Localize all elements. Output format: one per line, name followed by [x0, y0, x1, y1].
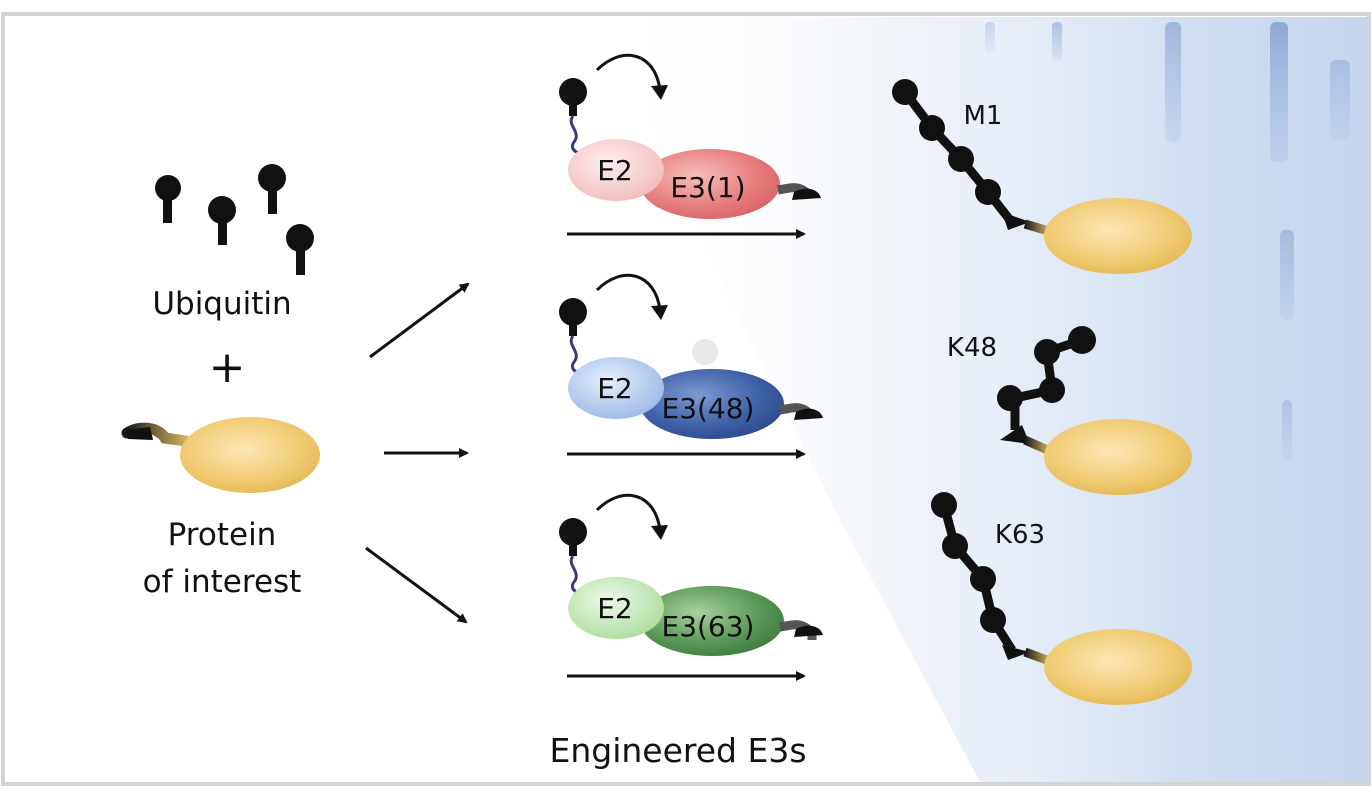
e2-enzyme: [568, 577, 664, 639]
protein-icon: [1044, 629, 1192, 705]
e3-label: E3(63): [662, 610, 755, 643]
protein-icon: [1044, 419, 1192, 495]
branch-arrow-up: [369, 282, 470, 359]
ubiquitin-group: [155, 164, 314, 275]
enzyme-complex-m1: E2 E3(1): [559, 53, 821, 239]
e3-enzyme: [640, 586, 784, 656]
transfer-arrow-icon: [595, 53, 662, 91]
branch-arrow-down: [365, 546, 468, 624]
ubiquitin-label: Ubiquitin: [152, 286, 291, 322]
gel-band: [1052, 22, 1062, 60]
engineered-e3s-label: Engineered E3s: [549, 731, 806, 770]
protein-label-line1: Protein: [168, 517, 277, 553]
e2-enzyme: [568, 139, 664, 201]
protein-label-line2: of interest: [143, 564, 302, 600]
plus-sign: +: [209, 342, 246, 393]
enzyme-complex-k63: E2 E3(63): [559, 493, 823, 681]
e3-enzyme: [640, 369, 784, 439]
product-m1-chain: [892, 79, 1192, 274]
gel-band: [1330, 60, 1350, 140]
protein-icon: [1044, 198, 1192, 274]
ubiquitin-icon: [208, 196, 236, 245]
e3-label: E3(1): [670, 171, 745, 204]
gel-band: [1165, 22, 1181, 142]
product-k63-chain: [931, 492, 1192, 705]
ubiquitin-icon: [258, 164, 286, 214]
ubiquitin-icon: [286, 224, 314, 275]
protein-of-interest-icon: [121, 417, 320, 493]
transfer-arrow-icon: [595, 493, 662, 531]
k48-label: K48: [947, 333, 997, 363]
e2-enzyme: [568, 357, 664, 419]
e3-label: E3(48): [662, 392, 755, 425]
gel-band: [1282, 400, 1292, 460]
enzyme-complex-k48: E2 E3(48): [559, 273, 823, 459]
k63-label: K63: [995, 520, 1045, 550]
gel-background: [600, 17, 1367, 782]
e2-label: E2: [597, 592, 633, 625]
e3-enzyme: [640, 149, 780, 219]
e2-label: E2: [597, 154, 633, 187]
product-k48-chain: [997, 326, 1192, 495]
e2-label: E2: [597, 372, 633, 405]
gel-band: [1280, 230, 1294, 320]
gel-band: [1270, 22, 1288, 162]
gel-band: [985, 22, 995, 52]
ubiquitin-icon: [155, 175, 181, 223]
transfer-arrow-icon: [595, 273, 662, 311]
m1-label: M1: [964, 101, 1003, 131]
